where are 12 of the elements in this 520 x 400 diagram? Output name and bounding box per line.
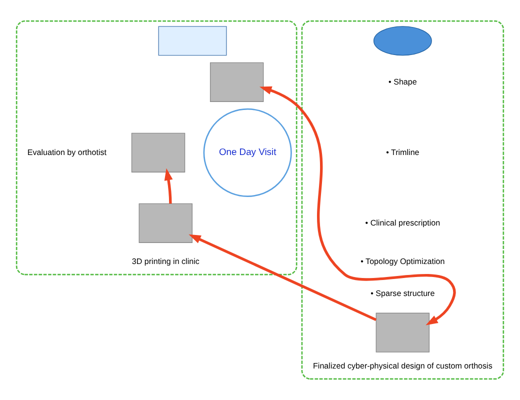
node-box	[131, 132, 186, 172]
node-box	[138, 203, 193, 243]
node-box	[210, 62, 264, 102]
arrow	[188, 234, 377, 322]
arrow	[164, 168, 173, 204]
node-circle: One Day Visit	[203, 108, 292, 197]
node-box	[158, 26, 227, 56]
node-cloud	[373, 26, 432, 56]
node-box	[376, 312, 430, 352]
cluster	[16, 20, 298, 276]
arrow	[260, 86, 456, 326]
cluster	[301, 20, 504, 380]
